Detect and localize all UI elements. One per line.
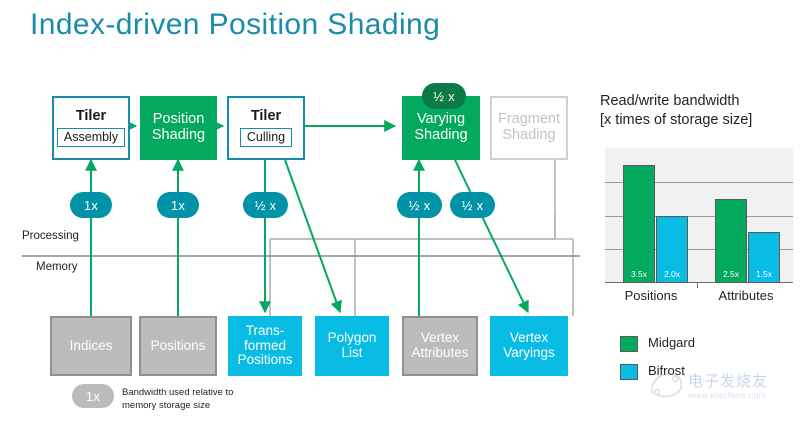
legend-swatch-midgard	[620, 336, 638, 352]
memory-block-polygon-list[interactable]: Polygon List	[315, 316, 389, 376]
stage-label: Tiler	[75, 107, 107, 124]
chart-category-attributes: Attributes	[718, 288, 774, 303]
memory-block-label: Vertex Varyings	[503, 330, 555, 360]
legend-note-text: Bandwidth used relative to memory storag…	[122, 387, 234, 411]
band-label-processing: Processing	[22, 230, 79, 242]
stage-sublabel-assembly: Assembly	[56, 128, 126, 148]
stage-tiler-culling[interactable]: Tiler Culling	[227, 96, 305, 160]
legend-label-midgard: Midgard	[648, 335, 695, 350]
memory-block-transformed-positions[interactable]: Trans- formed Positions	[228, 316, 302, 376]
x-axis	[605, 282, 793, 283]
memory-block-vertex-attributes[interactable]: Vertex Attributes	[402, 316, 478, 376]
legend-label-bifrost: Bifrost	[648, 363, 685, 378]
badge-positions: 1x	[157, 192, 199, 218]
badge-indices: 1x	[70, 192, 112, 218]
bar-value-label: 1.5x	[755, 269, 773, 279]
memory-block-label: Trans- formed Positions	[237, 322, 293, 368]
bar-chart: 3.5x 2.0x 2.5x 1.5x	[605, 148, 793, 283]
legend-swatch-bifrost	[620, 364, 638, 380]
badge-vertex-attributes: ½ x	[397, 192, 442, 218]
memory-block-positions[interactable]: Positions	[139, 316, 217, 376]
legend-badge-bandwidth: 1x	[72, 384, 114, 408]
bar-value-label: 3.5x	[630, 269, 648, 279]
memory-block-label: Positions	[150, 337, 206, 353]
band-label-memory: Memory	[36, 261, 78, 273]
stage-label: Varying Shading	[414, 111, 468, 143]
bar-attributes-midgard: 2.5x	[715, 198, 747, 283]
memory-block-label: Polygon List	[327, 330, 377, 360]
stage-label: Tiler	[250, 107, 282, 124]
stage-tiler-assembly[interactable]: Tiler Assembly	[52, 96, 130, 160]
gridline-2	[605, 215, 793, 217]
bar-positions-midgard: 3.5x	[623, 164, 655, 283]
stage-fragment-shading: Fragment Shading	[490, 96, 568, 160]
gridline-1	[605, 249, 793, 251]
bar-value-label: 2.0x	[663, 269, 681, 279]
chart-category-positions: Positions	[624, 288, 678, 303]
chart-title: Read/write bandwidth [x times of storage…	[600, 93, 753, 128]
badge-varying-shading: ½ x	[422, 83, 466, 109]
gridline-3	[605, 181, 793, 183]
memory-block-indices[interactable]: Indices	[50, 316, 132, 376]
stage-position-shading[interactable]: Position Shading	[140, 96, 217, 160]
x-axis-tick	[697, 283, 698, 288]
memory-block-vertex-varyings[interactable]: Vertex Varyings	[490, 316, 568, 376]
stage-sublabel-culling: Culling	[239, 128, 293, 148]
stage-label: Position Shading	[151, 111, 206, 143]
bar-value-label: 2.5x	[722, 269, 740, 279]
stage-label: Fragment Shading	[497, 111, 561, 143]
memory-block-label: Vertex Attributes	[411, 330, 469, 360]
memory-block-label: Indices	[69, 337, 113, 353]
badge-transformed-positions: ½ x	[243, 192, 288, 218]
bar-positions-bifrost: 2.0x	[656, 215, 688, 283]
badge-vertex-varyings: ½ x	[450, 192, 495, 218]
bar-attributes-bifrost: 1.5x	[748, 232, 780, 283]
page-title: Index-driven Position Shading	[30, 8, 441, 41]
